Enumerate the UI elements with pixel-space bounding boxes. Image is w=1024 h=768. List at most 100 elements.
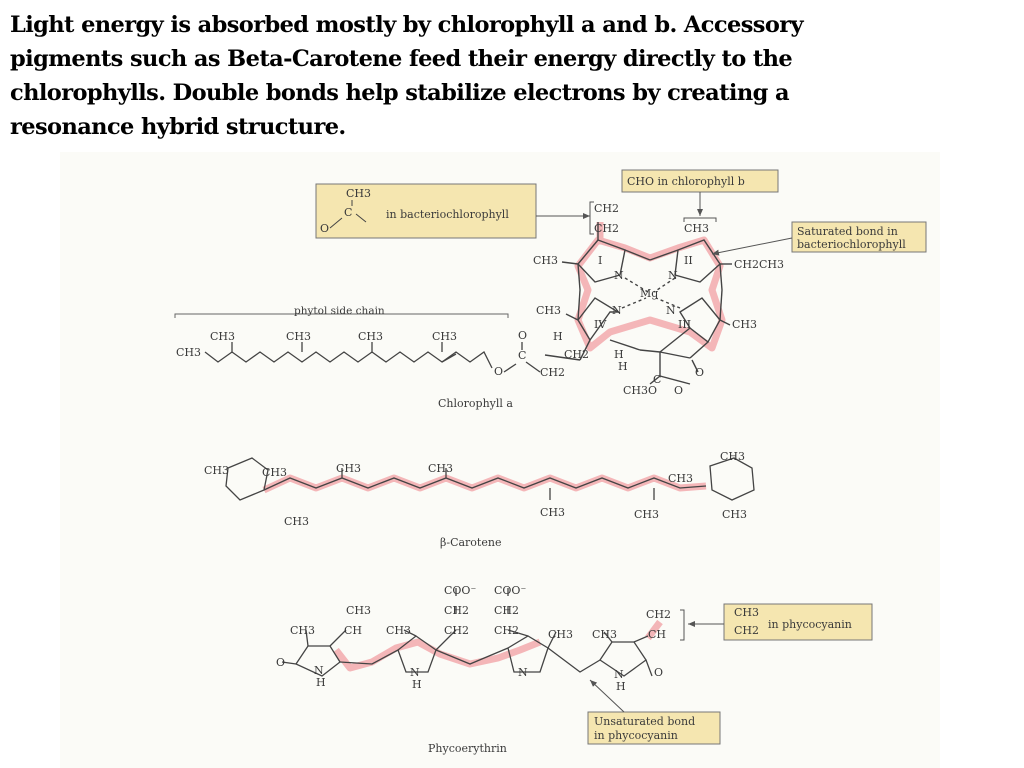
ch3-label: CH3	[262, 466, 287, 479]
ch3-label: CH3	[732, 318, 757, 331]
carotene-caption: β-Carotene	[440, 536, 501, 549]
cho-note-label: CHO in chlorophyll b	[627, 175, 745, 188]
unsaturated-bond-box	[587, 711, 721, 745]
pyrrole-ring-4	[599, 641, 647, 677]
h-atom: H	[316, 676, 326, 689]
beta-carotene-structure: CH3 CH3 CH3 CH3 CH3 CH3 CH3 CH3 CH3 CH3 …	[204, 450, 755, 549]
pyrrole-ring-1	[295, 645, 341, 677]
ch3-label: CH3	[634, 508, 659, 521]
bacteriochlorophyll-box	[315, 183, 537, 239]
carbon-atom: C	[344, 206, 352, 219]
ch3-label: CH3	[358, 330, 383, 343]
ch-label: CH	[344, 624, 362, 637]
ch2-label: CH2	[444, 604, 469, 617]
carboxylate-label: COO⁻	[444, 584, 476, 597]
oxygen-atom: O	[276, 656, 285, 669]
phytol-side-chain: phytol side chain CH3 CH3 CH3 CH3 CH3	[174, 305, 509, 369]
slide-heading: Light energy is absorbed mostly by chlor…	[10, 8, 1010, 144]
ch3-label: CH3	[540, 506, 565, 519]
oxygen-atom: O	[674, 384, 683, 397]
phycoerythrin-caption: Phycoerythrin	[428, 742, 507, 755]
ch3-label: CH3	[533, 254, 558, 267]
ring-II	[674, 239, 721, 283]
nitrogen-atom: N	[668, 269, 678, 282]
ch2-label: CH2	[494, 624, 519, 637]
heading-line-1: Light energy is absorbed mostly by chlor…	[10, 12, 804, 38]
ring-IV	[577, 297, 621, 342]
ch3-label: CH3	[286, 330, 311, 343]
nitrogen-atom: N	[614, 269, 624, 282]
ch3-label: CH3	[536, 304, 561, 317]
nitrogen-atom: N	[314, 664, 324, 677]
ch3-label: CH3	[386, 624, 411, 637]
h-atom: H	[412, 678, 422, 691]
ch3-label: CH3	[210, 330, 235, 343]
ch3-label: CH3	[592, 628, 617, 641]
nitrogen-atom: N	[614, 668, 624, 681]
nitrogen-atom: N	[666, 304, 676, 317]
ch2-label: CH2	[646, 608, 671, 621]
ch3-label: CH3	[284, 515, 309, 528]
heading-line-4: resonance hybrid structure.	[10, 114, 346, 140]
ring-I	[577, 239, 626, 283]
carboxylate-label: COO⁻	[494, 584, 526, 597]
ch3-label: CH3	[684, 222, 709, 235]
unsaturated-bond-label: Unsaturated bond	[594, 715, 695, 728]
oxygen-atom: O	[494, 365, 503, 378]
phytol-label: phytol side chain	[294, 305, 385, 317]
phycoerythrin-structure: CH3 CH3 CH CH3 COO⁻ COO⁻ CH2 CH2 CH2 CH2…	[276, 584, 873, 755]
ch3-label: CH3	[668, 472, 693, 485]
oxygen-atom: O	[695, 366, 704, 379]
unsaturated-bond-label: in phycocyanin	[594, 729, 678, 742]
ch3-label: CH3	[432, 330, 457, 343]
ch3-label: CH3	[176, 346, 201, 359]
oxygen-atom: O	[654, 666, 663, 679]
ch2-label: CH2	[594, 202, 619, 215]
h-atom: H	[553, 330, 563, 343]
carbon-atom: C	[518, 349, 526, 362]
oxygen-atom: O	[518, 329, 527, 342]
ch3-label: CH3	[290, 624, 315, 637]
ch2-label: CH2	[494, 604, 519, 617]
carotene-ring-left	[225, 457, 269, 501]
carbon-atom: C	[653, 373, 661, 386]
ch2-label: CH2	[540, 366, 565, 379]
ch3-label: CH3	[722, 508, 747, 521]
pyrrole-ring-2	[397, 635, 437, 673]
ch2-label: CH2	[734, 624, 759, 637]
ch3-label: CH3	[346, 604, 371, 617]
ring-label-II: II	[684, 254, 693, 267]
ch3-label: CH3	[428, 462, 453, 475]
heading-line-3: chlorophylls. Double bonds help stabiliz…	[10, 80, 790, 106]
carotene-ring-right	[709, 457, 755, 501]
ch2-label: CH2	[594, 222, 619, 235]
porphyrin-highlight	[574, 222, 726, 352]
ring-label-III: III	[678, 318, 691, 331]
mg-atom: Mg	[640, 287, 658, 300]
pigment-structures-figure	[60, 152, 940, 768]
ch3-label: CH3	[548, 628, 573, 641]
ch3-label: CH3	[720, 450, 745, 463]
phycocyanin-box	[723, 603, 873, 641]
ch2-label: CH2	[564, 348, 589, 361]
ch3-label: CH3	[336, 462, 361, 475]
saturated-bond-label: Saturated bond in	[797, 225, 898, 238]
h-atom: H	[618, 360, 628, 373]
phycocyanin-label: in phycocyanin	[768, 618, 852, 631]
chlorophyll-a-structure: Mg N N N N I II III IV CH2 CH2 CH3 CH3 C…	[174, 169, 927, 410]
oxygen-atom: O	[320, 222, 329, 235]
nitrogen-atom: N	[612, 304, 622, 317]
pyrrole-ring-3	[507, 635, 549, 673]
ch2-label: CH2	[444, 624, 469, 637]
ring-III	[679, 297, 721, 344]
ring-label-IV: IV	[594, 318, 607, 331]
heading-line-2: pigments such as Beta-Carotene feed thei…	[10, 46, 793, 72]
ch3-label: CH3	[204, 464, 229, 477]
bacteriochlorophyll-label: in bacteriochlorophyll	[386, 208, 509, 221]
ch3-label: CH3	[346, 187, 371, 200]
ch3o-label: CH3O	[623, 384, 657, 397]
ring-label-I: I	[598, 254, 602, 267]
ch-label: CH	[648, 628, 666, 641]
nitrogen-atom: N	[518, 666, 528, 679]
